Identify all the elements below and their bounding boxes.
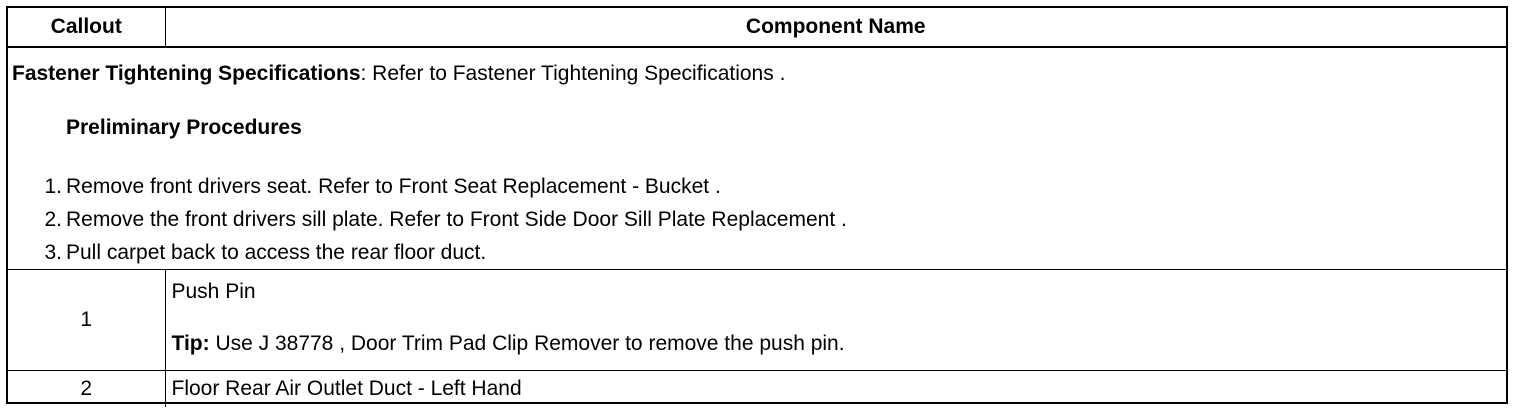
step-text: Remove the front drivers sill plate. Ref… — [66, 208, 847, 231]
component-table: Callout Component Name Fastener Tighteni… — [8, 8, 1506, 407]
table-row: 1 Push Pin Tip: Use J 38778 , Door Trim … — [8, 269, 1507, 371]
step-text: Pull carpet back to access the rear floo… — [66, 241, 487, 264]
fastener-spec-label: Fastener Tightening Specifications — [12, 62, 361, 85]
component-table-frame: Callout Component Name Fastener Tighteni… — [6, 6, 1508, 407]
step-text: Remove front drivers seat. Refer to Fron… — [66, 175, 721, 198]
preliminary-procedures-title: Preliminary Procedures — [66, 116, 302, 139]
component-cell: Push Pin Tip: Use J 38778 , Door Trim Pa… — [164, 269, 1507, 371]
table-header-row: Callout Component Name — [8, 8, 1506, 48]
step-number: 1. — [44, 175, 62, 198]
procedure-cell: Fastener Tightening Specifications: Refe… — [8, 46, 1506, 270]
procedure-row: Fastener Tightening Specifications: Refe… — [8, 46, 1506, 270]
list-item: 3. Pull carpet back to access the rear f… — [12, 236, 1506, 269]
fastener-spec-line: Fastener Tightening Specifications: Refe… — [12, 62, 1506, 86]
header-component-name: Component Name — [164, 8, 1506, 48]
component-name: Push Pin — [171, 280, 256, 303]
callout-number: 1 — [8, 269, 166, 371]
list-item: 2. Remove the front drivers sill plate. … — [12, 203, 1506, 236]
callout-number: 2 — [8, 370, 166, 407]
component-tip: Tip: Use J 38778 , Door Trim Pad Clip Re… — [172, 332, 1507, 356]
list-item: 1. Remove front drivers seat. Refer to F… — [12, 170, 1506, 203]
procedure-steps: 1. Remove front drivers seat. Refer to F… — [12, 170, 1506, 269]
step-number: 3. — [44, 241, 62, 264]
fastener-spec-text: : Refer to Fastener Tightening Specifica… — [360, 62, 786, 85]
tip-text: Use J 38778 , Door Trim Pad Clip Remover… — [209, 332, 845, 355]
tip-label: Tip: — [171, 332, 210, 355]
header-callout: Callout — [8, 8, 166, 48]
component-name: Floor Rear Air Outlet Duct - Left Hand — [164, 370, 1506, 407]
table-row: 2 Floor Rear Air Outlet Duct - Left Hand — [8, 370, 1506, 407]
step-number: 2. — [44, 208, 62, 231]
